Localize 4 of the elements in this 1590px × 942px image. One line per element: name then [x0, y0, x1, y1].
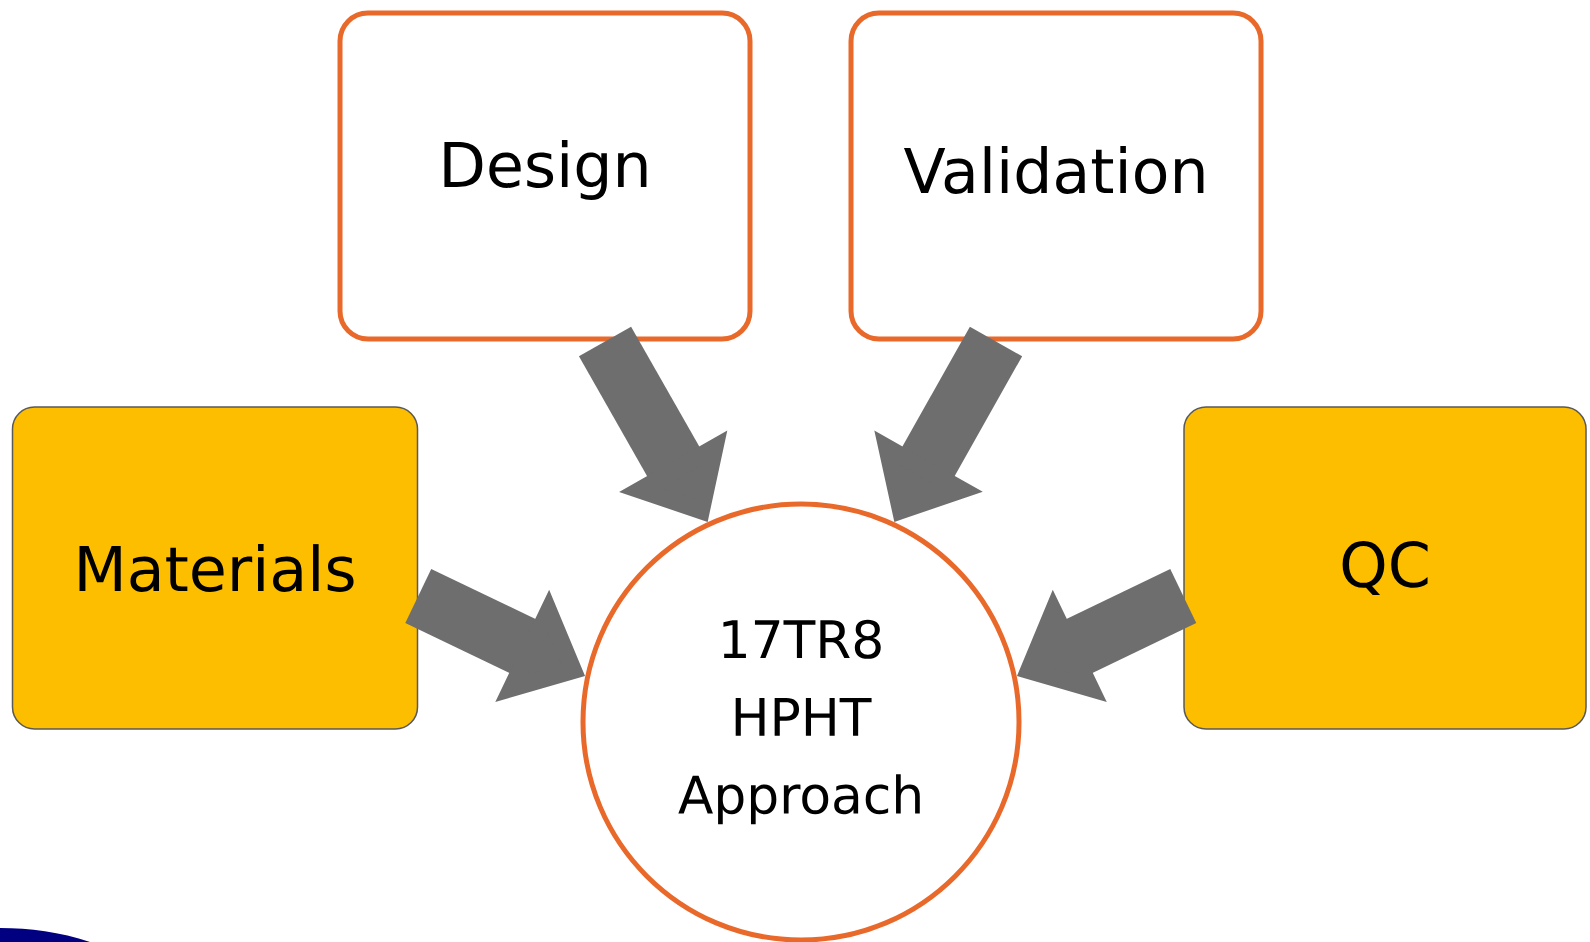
category-box: Design: [337, 10, 753, 342]
category-box: QC: [1183, 406, 1587, 730]
category-box: Materials: [11, 406, 419, 730]
category-box: Validation: [848, 10, 1264, 342]
